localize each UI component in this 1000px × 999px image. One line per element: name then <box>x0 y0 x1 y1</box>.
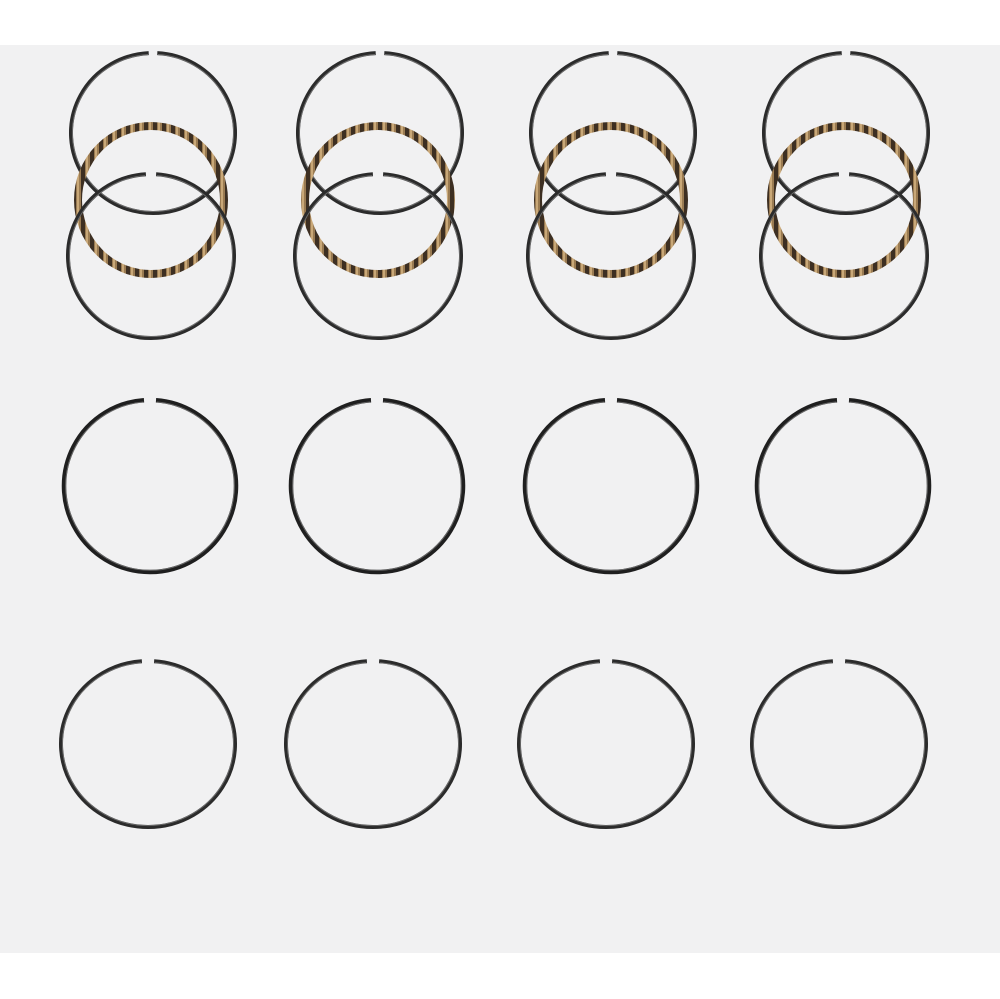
second-compression-ring-4 <box>754 397 932 575</box>
top-compression-ring-3-edge <box>519 662 693 827</box>
ring-layer <box>59 51 932 829</box>
oil-expander-3 <box>534 122 688 278</box>
oil-lower-rail-4 <box>759 172 929 341</box>
second-compression-ring-4-edge <box>758 401 928 571</box>
oil-upper-rail-3-edge <box>532 54 694 212</box>
second-compression-ring-1-edge <box>65 401 235 571</box>
top-compression-ring-2 <box>284 659 462 829</box>
oil-lower-rail-1-edge <box>68 175 234 337</box>
oil-lower-rail-3 <box>526 172 696 341</box>
oil-upper-rail-2-edge <box>299 54 461 212</box>
second-compression-ring-3-edge <box>526 401 696 571</box>
oil-lower-rail-2-edge <box>295 175 461 337</box>
second-compression-ring-1 <box>61 397 239 575</box>
top-compression-ring-3 <box>517 659 695 829</box>
second-compression-ring-2-edge <box>292 401 462 571</box>
top-compression-ring-1 <box>59 659 237 829</box>
top-compression-ring-1-edge <box>61 662 235 827</box>
oil-expander-1 <box>74 122 228 278</box>
top-compression-ring-2-edge <box>286 662 460 827</box>
oil-upper-rail-4-edge <box>765 54 927 212</box>
oil-upper-rail-3 <box>529 51 697 215</box>
oil-expander-4 <box>767 122 921 278</box>
oil-lower-rail-4-edge <box>761 175 927 337</box>
oil-lower-rail-3-edge <box>528 175 694 337</box>
top-compression-ring-4 <box>750 659 928 829</box>
top-compression-ring-4-edge <box>752 662 926 827</box>
bottom-white-band <box>0 953 1000 999</box>
oil-expander-2 <box>301 122 455 278</box>
second-compression-ring-3 <box>522 397 700 575</box>
oil-lower-rail-1 <box>66 172 236 341</box>
oil-upper-rail-4 <box>762 51 930 215</box>
top-white-band <box>0 0 1000 45</box>
oil-lower-rail-2 <box>293 172 463 341</box>
oil-upper-rail-1-edge <box>72 54 234 212</box>
oil-upper-rail-1 <box>69 51 237 215</box>
second-compression-ring-2 <box>288 397 466 575</box>
oil-upper-rail-2 <box>296 51 464 215</box>
backdrop <box>0 45 1000 953</box>
